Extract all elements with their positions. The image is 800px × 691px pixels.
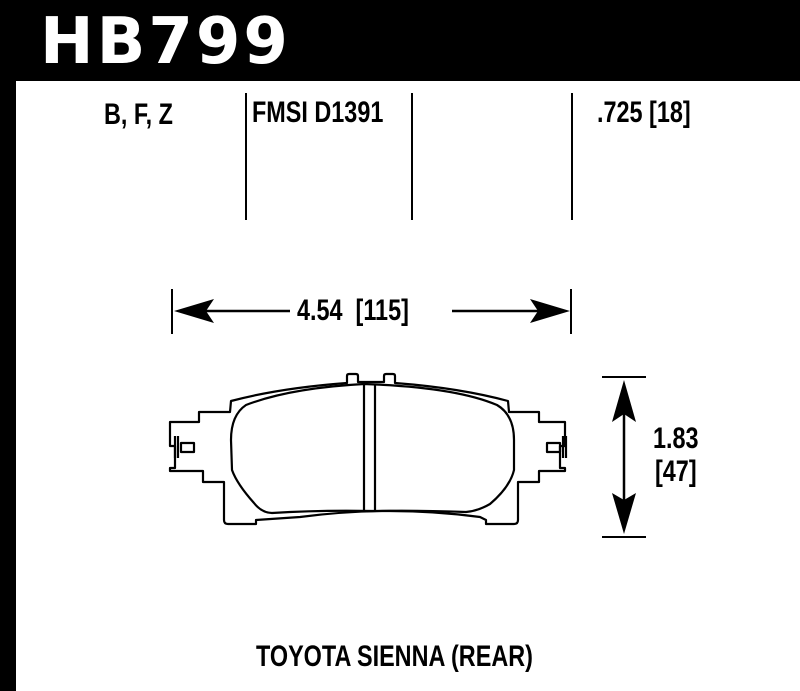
fmsi-number: FMSI D1391 [252, 96, 384, 129]
header-band [0, 0, 800, 81]
thickness-dimension: .725 [18] [597, 96, 691, 129]
friction-pad-outline [229, 382, 516, 515]
part-number: HB799 [40, 5, 291, 79]
vehicle-application: TOYOTA SIENNA (REAR) [256, 640, 533, 673]
height-dimension-arrow [602, 376, 646, 538]
brake-pad-drawing [168, 372, 568, 526]
spec-divider-3 [571, 93, 573, 220]
right-clip-window [545, 441, 562, 454]
height-dimension-mm: [47] [655, 455, 697, 488]
height-dimension-inches: 1.83 [653, 422, 699, 455]
backing-plate-outline [168, 372, 567, 526]
width-dimension-arrow [171, 289, 572, 334]
compound-codes: B, F, Z [104, 98, 173, 131]
spec-divider-1 [245, 93, 247, 220]
width-dimension-label: 4.54 [115] [297, 294, 409, 327]
left-border-strip [0, 0, 16, 691]
left-clip-window [179, 441, 196, 454]
spec-divider-2 [411, 93, 413, 220]
